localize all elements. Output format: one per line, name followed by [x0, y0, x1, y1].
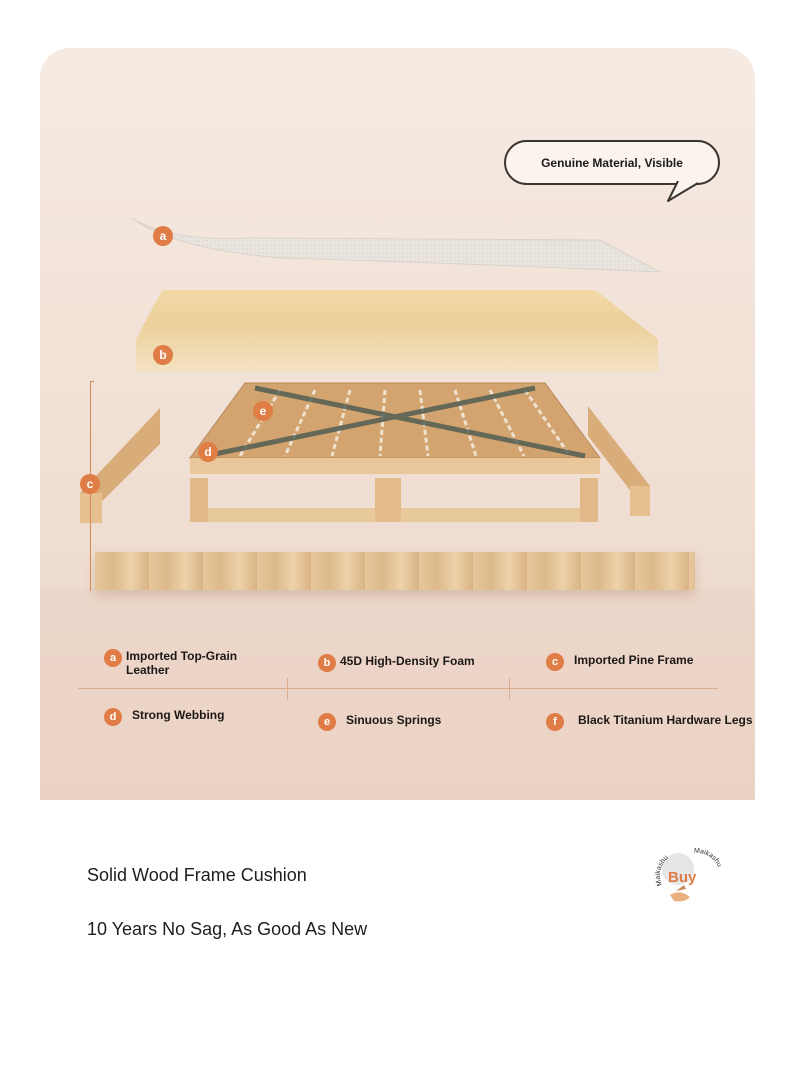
callout-bubble: Genuine Material, Visible: [504, 140, 720, 185]
label-d: d: [198, 442, 218, 462]
badge-d: d: [104, 708, 122, 726]
callout-text: Genuine Material, Visible: [541, 155, 683, 170]
feature-b: b 45D High-Density Foam: [318, 654, 475, 672]
brand-logo-icon[interactable]: Maikashu Maikashu: [650, 845, 725, 907]
feature-divider: [78, 688, 718, 689]
wood-frame: [80, 382, 650, 523]
badge-e: e: [318, 713, 336, 731]
floor-shadow: [40, 588, 755, 800]
feature-a: a Imported Top-Grain Leather: [104, 649, 254, 677]
badge-a: a: [104, 649, 122, 667]
tagline-secondary: 10 Years No Sag, As Good As New: [87, 919, 368, 939]
badge-f: f: [546, 713, 564, 731]
label-c: c: [80, 474, 100, 494]
svg-text:Maikashu: Maikashu: [694, 848, 723, 868]
feature-e: e Sinuous Springs: [318, 713, 441, 731]
callout-tail: [667, 181, 699, 202]
feature-c-text: Imported Pine Frame: [574, 653, 694, 667]
leather-layer: [131, 217, 661, 273]
foam-layer: [136, 290, 658, 372]
feature-c: c Imported Pine Frame: [546, 653, 693, 671]
feature-d-text: Strong Webbing: [132, 708, 225, 722]
feature-f-text: Black Titanium Hardware Legs: [578, 713, 753, 727]
bottom-rail: [95, 552, 695, 590]
label-e: e: [253, 401, 273, 421]
label-a: a: [153, 226, 173, 246]
feature-b-text: 45D High-Density Foam: [340, 654, 475, 668]
product-exploded-view: Genuine Material, Visible: [40, 48, 755, 800]
feature-d: d Strong Webbing: [104, 708, 224, 726]
badge-b: b: [318, 654, 336, 672]
badge-c: c: [546, 653, 564, 671]
feature-a-text: Imported Top-Grain Leather: [126, 649, 238, 677]
buy-label[interactable]: Buy: [668, 869, 697, 886]
tagline-primary: Solid Wood Frame Cushion: [87, 865, 307, 885]
feature-divider-2: [509, 678, 510, 700]
feature-e-text: Sinuous Springs: [346, 713, 442, 727]
dimension-tick: [90, 381, 94, 382]
logo-brand-text-2: Maikashu: [694, 848, 723, 868]
label-b: b: [153, 345, 173, 365]
feature-divider-1: [287, 678, 288, 700]
feature-f: f Black Titanium Hardware Legs: [546, 713, 753, 731]
